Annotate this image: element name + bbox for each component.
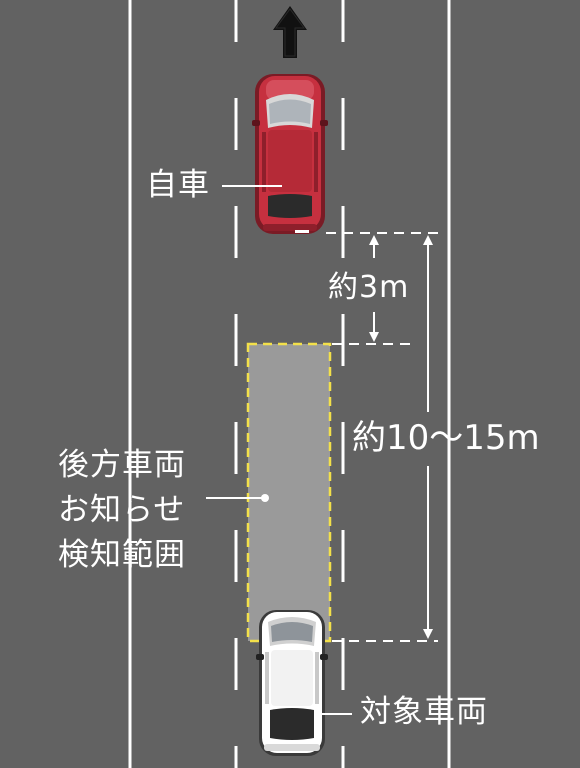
distance-10-15m-label: 約10〜15m: [352, 418, 540, 458]
distance-3m-label: 約3m: [328, 270, 410, 305]
white-minivan-icon: [256, 610, 328, 756]
detection-area-leader-dot: [261, 494, 269, 502]
detection-area-label-line-2: お知らせ: [58, 492, 186, 528]
target-vehicle-label: 対象車両: [360, 694, 488, 730]
detection-area-label: 後方車両 お知らせ 検知範囲: [58, 443, 186, 578]
distance-3m-arrow: [369, 235, 379, 342]
detection-area: [248, 344, 330, 641]
up-arrow-icon: [273, 6, 307, 58]
distance-10-15m-arrow: [423, 235, 433, 639]
own-vehicle-label: 自車: [146, 167, 210, 203]
detection-area-label-line-1: 後方車両: [58, 447, 186, 483]
red-minivan-icon: [252, 74, 328, 234]
detection-area-label-line-3: 検知範囲: [58, 537, 186, 573]
